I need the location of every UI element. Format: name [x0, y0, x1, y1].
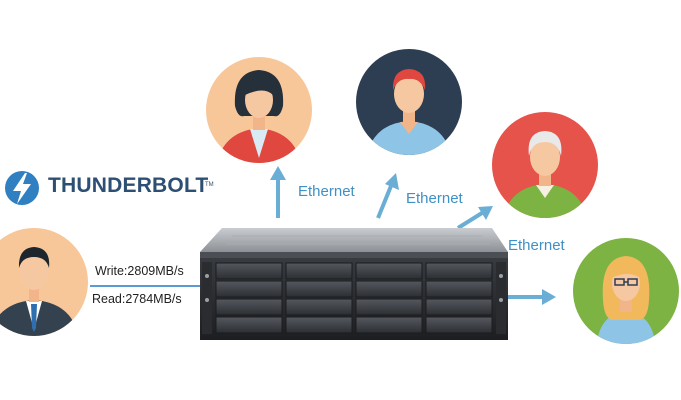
drive-bays — [215, 262, 493, 334]
rackmount-storage-icon — [200, 228, 508, 340]
thunderbolt-logo: THUNDERBOLT TM — [4, 166, 214, 210]
arrow-up-center-icon — [376, 173, 399, 219]
user-woman-glasses-icon — [573, 238, 679, 344]
ethernet-label-3: Ethernet — [508, 237, 565, 254]
arrow-right-icon — [508, 289, 556, 305]
user-businessman-icon — [0, 228, 88, 336]
lightning-bolt-icon — [5, 171, 39, 205]
ethernet-arrows — [270, 166, 556, 305]
read-speed-label: Read:2784MB/s — [92, 292, 182, 306]
user-woman-icon — [206, 57, 312, 163]
arrow-up-right-icon — [456, 206, 493, 230]
ethernet-label-1: Ethernet — [298, 183, 355, 200]
user-elder-icon — [492, 112, 598, 218]
trademark-mark: TM — [205, 182, 214, 188]
arrow-up-left-icon — [270, 166, 286, 218]
ethernet-label-2: Ethernet — [406, 190, 463, 207]
user-man-icon — [356, 49, 462, 155]
thunderbolt-wordmark: THUNDERBOLT — [48, 174, 209, 197]
write-speed-label: Write:2809MB/s — [95, 264, 184, 278]
